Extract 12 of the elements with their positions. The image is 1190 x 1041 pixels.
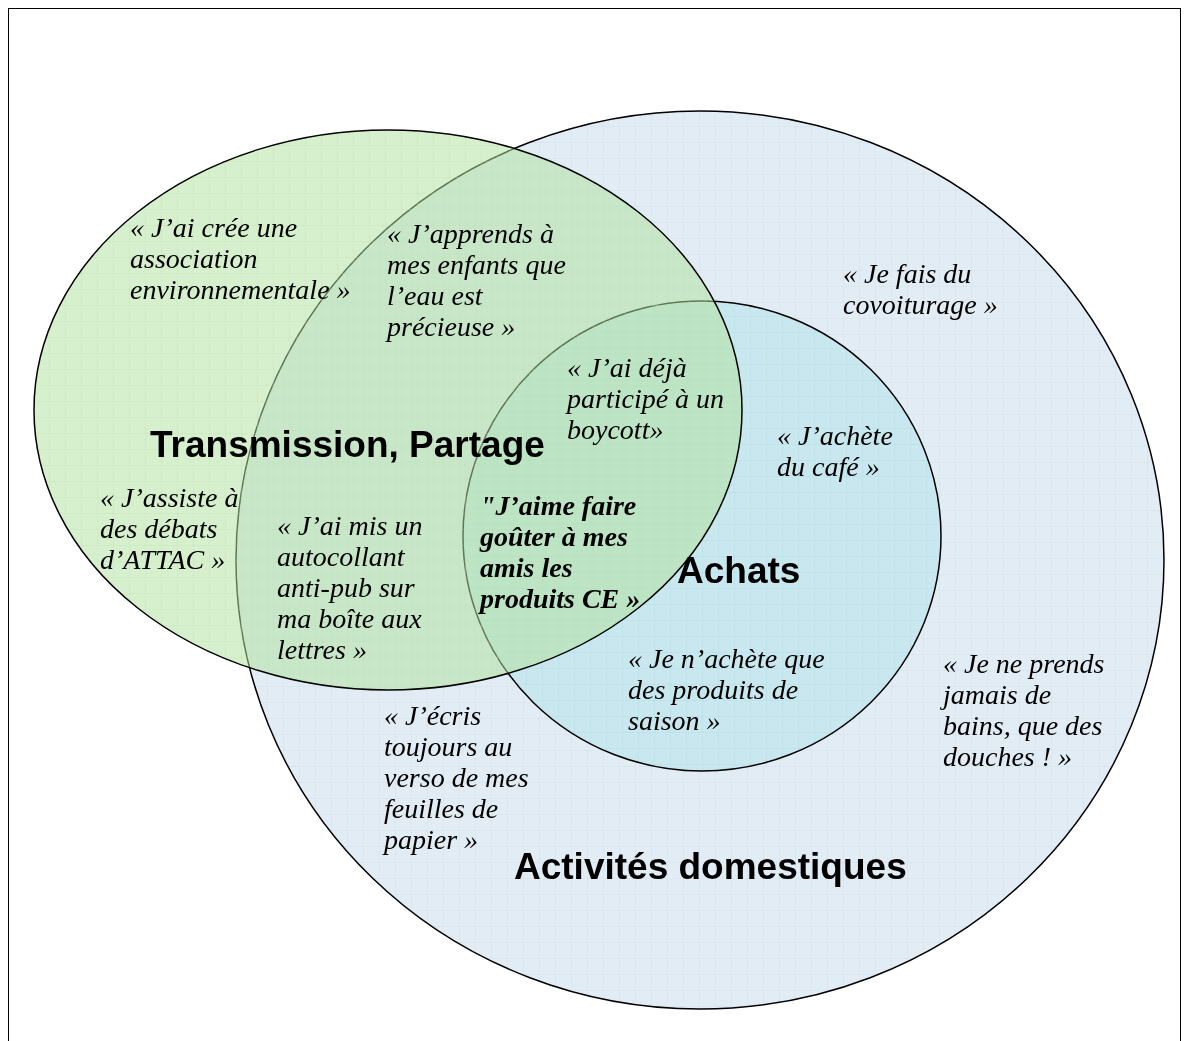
- set-title: Achats: [677, 552, 801, 589]
- quote-text: "J’aime faire goûter à mes amis les produits CE »: [480, 490, 642, 614]
- quote-text: « J’achète du café »: [777, 420, 894, 482]
- quote-text: « J’apprends à mes enfants que l’eau est précieuse »: [387, 218, 567, 342]
- quote-text: « J’ai déjà participé à un boycott»: [567, 352, 726, 445]
- quote-text: « J’ai mis un autocollant anti-pub sur ma boîte aux lettres »: [277, 510, 424, 665]
- quote-text: « Je n’achète que des produits de saison »: [628, 643, 826, 736]
- quote-text: « J’ai crée une association environnementale »: [130, 212, 352, 305]
- set-title: Transmission, Partage: [150, 426, 545, 463]
- quote-text: « Je fais du covoiturage »: [843, 258, 999, 320]
- quote-text: « J’assiste à des débats d’ATTAC »: [100, 482, 240, 575]
- set-title: Activités domestiques: [514, 848, 907, 885]
